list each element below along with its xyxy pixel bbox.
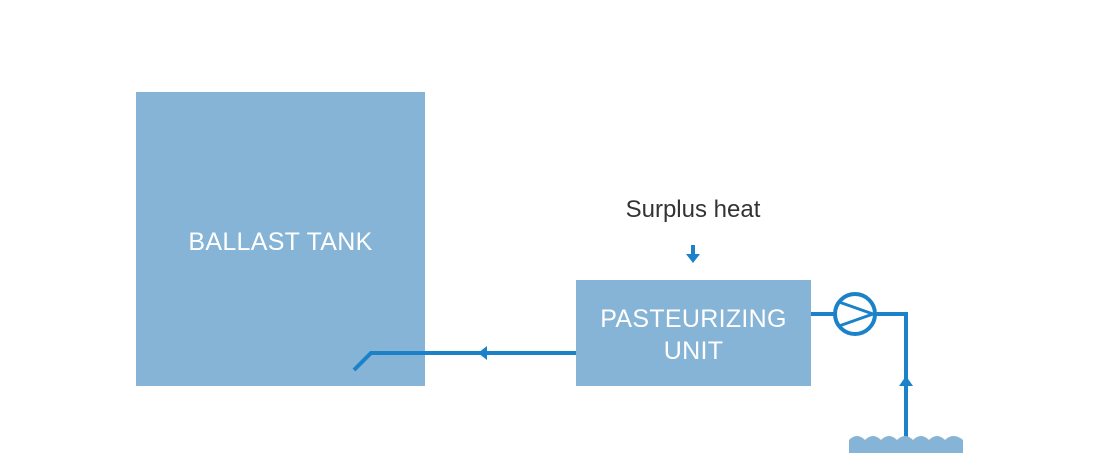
pump-icon: [833, 292, 877, 336]
pasteurizing-unit-box: [576, 280, 811, 386]
outlet-pipe: [352, 351, 576, 372]
flow-up-arrow-icon: [899, 376, 913, 386]
pasteurizing-unit-label-line2: UNIT: [663, 337, 724, 365]
pasteurizing-unit-label-line1: PASTEURIZING: [600, 305, 787, 333]
ballast-tank-label: BALLAST TANK: [188, 228, 373, 256]
heat-down-arrow-icon: [686, 245, 700, 263]
water-surface-icon: [849, 436, 963, 453]
surplus-heat-label: Surplus heat: [625, 196, 761, 223]
suction-pipe: [875, 312, 908, 438]
flow-left-arrow-icon: [478, 346, 487, 360]
ballast-tank-box: [136, 92, 425, 386]
